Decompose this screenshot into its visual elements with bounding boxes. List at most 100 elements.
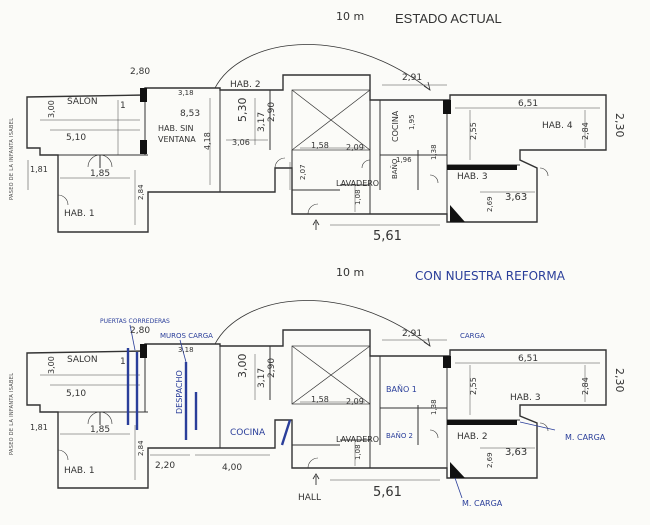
dimension-label: 1,85 — [90, 169, 110, 179]
dimension-label: 1 — [120, 101, 126, 111]
doors — [57, 154, 549, 215]
blue-annotation-lines — [129, 324, 556, 499]
room-label: HALL — [298, 493, 321, 503]
outer-walls — [26, 74, 607, 233]
scale-arc — [214, 300, 431, 347]
room-label: HAB. 1 — [64, 209, 95, 219]
room-label: HAB. 4 — [542, 121, 573, 131]
dimension-label: 2,84 — [137, 184, 145, 200]
dimension-label: 2,84 — [581, 377, 590, 395]
dimension-label: 2,90 — [267, 102, 277, 122]
dimension-label: 1,38 — [430, 399, 438, 415]
new-partitions — [126, 348, 292, 446]
room-label: HAB. 2 — [230, 80, 261, 90]
room-label: SALON — [67, 355, 98, 365]
dimension-label: 2,80 — [130, 326, 150, 336]
stair-core — [291, 89, 371, 151]
dimension-label: 3,17 — [257, 112, 267, 132]
scale-note: 10 m — [336, 266, 364, 279]
dimension-label: 4,18 — [203, 132, 212, 150]
room-label: HAB. SIN — [158, 124, 194, 133]
room-label: SALON — [67, 97, 98, 107]
dimension-label: 3,00 — [236, 354, 249, 379]
top-dimension-values: 2,80 3,18 8,53 5,10 3,00 1 1,81 1,85 2,8… — [30, 67, 626, 244]
dimension-label: 5,10 — [66, 389, 86, 399]
annotation-note: CARGA — [460, 332, 485, 340]
dimension-label: 2,20 — [155, 461, 175, 471]
room-label: VENTANA — [158, 135, 196, 144]
room-label: BAÑO — [390, 158, 399, 179]
room-label: BAÑO 2 — [386, 431, 413, 440]
renovated-plan — [26, 300, 607, 489]
dimension-label: 3,18 — [178, 346, 194, 354]
scale-arc — [214, 44, 431, 91]
dimension-label: 2,09 — [346, 143, 364, 152]
dimension-label: 2,80 — [130, 67, 150, 77]
dimension-label: 1,08 — [354, 189, 362, 205]
dimension-label: 1,85 — [90, 425, 110, 435]
dimension-label: 3,06 — [232, 138, 250, 147]
room-label: HAB. 1 — [64, 466, 95, 476]
load-bearing-marks — [140, 344, 517, 478]
dimension-label: 5,10 — [66, 133, 86, 143]
plan-title: ESTADO ACTUAL — [395, 11, 502, 26]
annotation-note: MUROS CARGA — [160, 332, 213, 340]
dimension-label: 2,90 — [267, 358, 277, 378]
dimension-label: 1,08 — [354, 444, 362, 460]
dimension-label: 2,07 — [299, 164, 307, 180]
dimension-label: 2,30 — [613, 368, 626, 393]
dimension-lines — [40, 84, 600, 226]
dimension-label: 3,17 — [257, 368, 267, 388]
entrance-arrow — [312, 219, 320, 230]
stair-core — [291, 345, 371, 405]
dimension-label: 1,81 — [30, 165, 48, 174]
room-label: LAVADERO — [336, 179, 379, 188]
street-label: PASEO DE LA INFANTA ISABEL — [9, 373, 15, 455]
scale-note: 10 m — [336, 10, 364, 23]
room-label: DESPACHO — [175, 370, 184, 414]
room-label: HAB. 2 — [457, 432, 488, 442]
room-label: LAVADERO — [336, 435, 379, 444]
plan-title: CON NUESTRA REFORMA — [415, 269, 566, 283]
dimension-label: 5,61 — [373, 229, 402, 244]
dimension-label: 5,30 — [236, 98, 249, 123]
annotation-note: PUERTAS CORREDERAS — [100, 318, 170, 325]
dimension-label: 2,30 — [613, 113, 626, 138]
dimension-label: 3,00 — [47, 356, 56, 374]
dimension-label: 1,58 — [311, 395, 329, 404]
dimension-label: 1,96 — [396, 156, 412, 164]
dimension-label: 2,69 — [486, 452, 494, 468]
room-label: HAB. 3 — [457, 172, 488, 182]
load-bearing-marks — [140, 88, 517, 222]
dimension-label: 2,09 — [346, 397, 364, 406]
room-label: COCINA — [391, 110, 400, 142]
bottom-dimension-values: 2,80 3,18 5,10 1 1,81 1,85 2,84 2,20 4,0… — [30, 326, 626, 500]
dimension-label: 1,81 — [30, 423, 48, 432]
room-label: BAÑO 1 — [386, 384, 417, 394]
dimension-label: 1,38 — [430, 144, 438, 160]
doors — [57, 411, 549, 469]
dimension-label: 2,84 — [581, 122, 590, 140]
dimension-label: 3,00 — [47, 100, 56, 118]
dimension-label: 1,95 — [408, 114, 416, 130]
dimension-label: 2,91 — [402, 73, 422, 83]
street-label: PASEO DE LA INFANTA ISABEL — [9, 118, 15, 200]
dimension-label: 3,63 — [505, 447, 527, 458]
dimension-label: 2,55 — [469, 122, 478, 140]
current-state-plan — [26, 44, 607, 233]
dimension-lines — [40, 339, 600, 481]
dimension-label: 6,51 — [518, 354, 538, 364]
dimension-label: 2,69 — [486, 196, 494, 212]
room-label: HAB. 3 — [510, 393, 541, 403]
dimension-label: 6,51 — [518, 99, 538, 109]
dimension-label: 2,91 — [402, 329, 422, 339]
dimension-label: 3,63 — [505, 192, 527, 203]
annotation-note: M. CARGA — [462, 499, 503, 508]
room-label: COCINA — [230, 428, 266, 438]
dimension-label: 3,18 — [178, 89, 194, 97]
annotation-note: M. CARGA — [565, 433, 606, 442]
dimension-label: 2,55 — [469, 377, 478, 395]
